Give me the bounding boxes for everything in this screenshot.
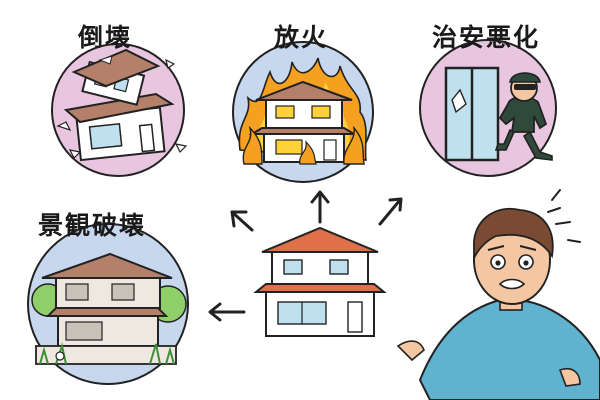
arrow-icon xyxy=(208,190,403,322)
ruined-house-icon xyxy=(27,223,189,385)
burglar-icon xyxy=(419,39,557,177)
label-collapse: 倒壊 xyxy=(78,23,133,52)
label-arson: 放火 xyxy=(274,23,329,52)
burning-house-icon xyxy=(232,41,374,183)
vacant-house-icon xyxy=(253,226,387,337)
worried-man-icon xyxy=(396,189,600,400)
label-scenery: 景観破壊 xyxy=(38,211,147,240)
collapsed-house-icon xyxy=(51,43,188,177)
label-crime: 治安悪化 xyxy=(432,23,541,52)
